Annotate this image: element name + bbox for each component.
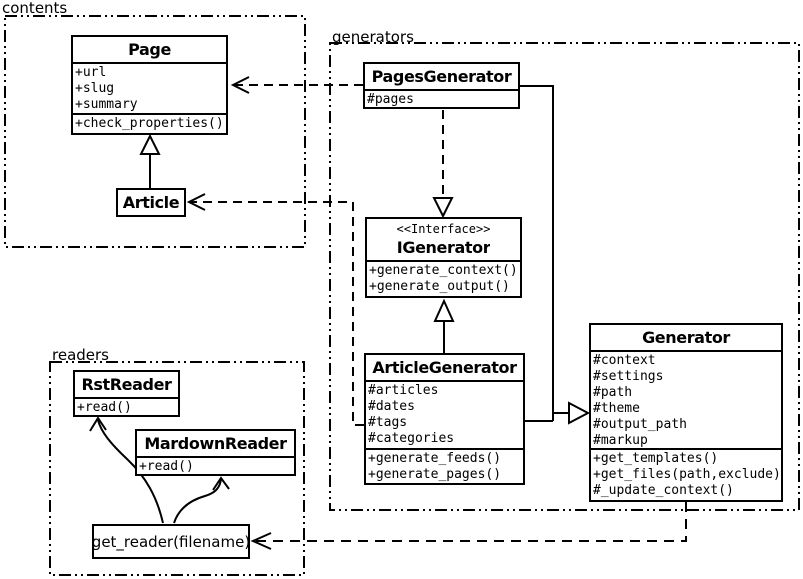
- open-arrowhead-page: [230, 76, 250, 94]
- attribute: #path: [593, 385, 633, 400]
- class-box-articlegenerator: ArticleGenerator #articles #dates #tags …: [364, 353, 525, 485]
- methods-generator: +get_templates() +get_files(path,exclude…: [591, 448, 781, 500]
- class-box-article: Article: [116, 188, 186, 217]
- package-label-contents: contents: [2, 0, 68, 17]
- dependency-line-generator-getreader: [256, 502, 687, 542]
- method: +check_properties(): [75, 116, 224, 131]
- class-box-pagesgenerator: PagesGenerator #pages: [363, 62, 520, 109]
- method: +generate_context(): [369, 263, 518, 278]
- method: +read(): [139, 459, 194, 474]
- class-box-page: Page +url +slug +summary +check_properti…: [71, 35, 228, 135]
- methods-rstreader: +read(): [75, 397, 178, 415]
- inheritance-triangle-igenerator-bottom: [433, 298, 455, 322]
- package-border-generators: [329, 42, 800, 511]
- methods-articlegenerator: +generate_feeds() +generate_pages(): [366, 448, 523, 483]
- class-title-articlegenerator: ArticleGenerator: [372, 358, 517, 377]
- attributes-articlegenerator: #articles #dates #tags #categories: [366, 380, 523, 448]
- attributes-generator: #context #settings #path #theme #output_…: [591, 350, 781, 448]
- method: +generate_output(): [369, 279, 510, 294]
- package-label-generators: generators: [332, 28, 414, 46]
- attributes-pagesgenerator: #pages: [365, 89, 518, 107]
- attribute: #context: [593, 353, 656, 368]
- function-box-getreader: get_reader(filename): [92, 524, 250, 559]
- class-title-pagesgenerator: PagesGenerator: [371, 67, 512, 86]
- attribute: #markup: [593, 433, 648, 448]
- methods-page: +check_properties(): [73, 113, 226, 133]
- attribute: +summary: [75, 97, 138, 112]
- attribute: #dates: [368, 399, 415, 414]
- attribute: #settings: [593, 369, 664, 384]
- arrowhead-rstreader: [89, 416, 107, 432]
- method: +get_templates(): [593, 451, 719, 466]
- class-title-page: Page: [128, 40, 171, 59]
- realization-triangle-igenerator-top: [432, 197, 454, 219]
- attributes-page: +url +slug +summary: [73, 62, 226, 113]
- method: +generate_feeds(): [368, 451, 502, 466]
- method: #_update_context(): [593, 483, 734, 498]
- inheritance-triangle-generator: [568, 401, 591, 425]
- curve-getreader-rstreader: [97, 419, 164, 524]
- method: +get_files(path,exclude): [593, 467, 781, 482]
- arrowhead-mardownreader: [212, 476, 230, 491]
- curve-getreader-mardownreader: [173, 478, 222, 524]
- attribute: #categories: [368, 431, 455, 446]
- class-box-igenerator: <<Interface>> IGenerator +generate_conte…: [365, 217, 522, 298]
- method: +read(): [77, 400, 132, 415]
- class-box-generator: Generator #context #settings #path #them…: [589, 323, 783, 502]
- class-title-rstreader: RstReader: [81, 375, 172, 394]
- attribute: #theme: [593, 401, 640, 416]
- dependency-line-articlegenerator-article: [190, 201, 364, 426]
- class-title-mardownreader: MardownReader: [144, 434, 287, 453]
- attribute: +url: [75, 65, 107, 80]
- class-header-igenerator: <<Interface>> IGenerator: [367, 219, 520, 260]
- attribute: #pages: [367, 92, 414, 107]
- class-box-rstreader: RstReader +read(): [73, 370, 180, 417]
- package-label-readers: readers: [52, 346, 109, 364]
- attribute: #articles: [368, 383, 439, 398]
- open-arrowhead-getreader: [250, 532, 272, 550]
- package-border-contents: [4, 15, 306, 248]
- attribute: #tags: [368, 415, 408, 430]
- inheritance-line-generators-generator: [520, 85, 569, 422]
- method: +generate_pages(): [368, 467, 502, 482]
- methods-mardownreader: +read(): [137, 456, 294, 474]
- inheritance-triangle-page: [139, 133, 161, 155]
- open-arrowhead-article: [186, 193, 206, 211]
- methods-igenerator: +generate_context() +generate_output(): [367, 260, 520, 296]
- package-border-readers: [49, 361, 305, 576]
- attribute: +slug: [75, 81, 115, 96]
- class-box-mardownreader: MardownReader +read(): [135, 429, 296, 476]
- stereotype-interface: <<Interface>>: [396, 222, 491, 236]
- function-label-getreader: get_reader(filename): [91, 532, 251, 551]
- class-title-generator: Generator: [642, 328, 730, 347]
- attribute: #output_path: [593, 417, 687, 432]
- class-title-igenerator: IGenerator: [396, 237, 491, 257]
- class-title-article: Article: [122, 193, 180, 212]
